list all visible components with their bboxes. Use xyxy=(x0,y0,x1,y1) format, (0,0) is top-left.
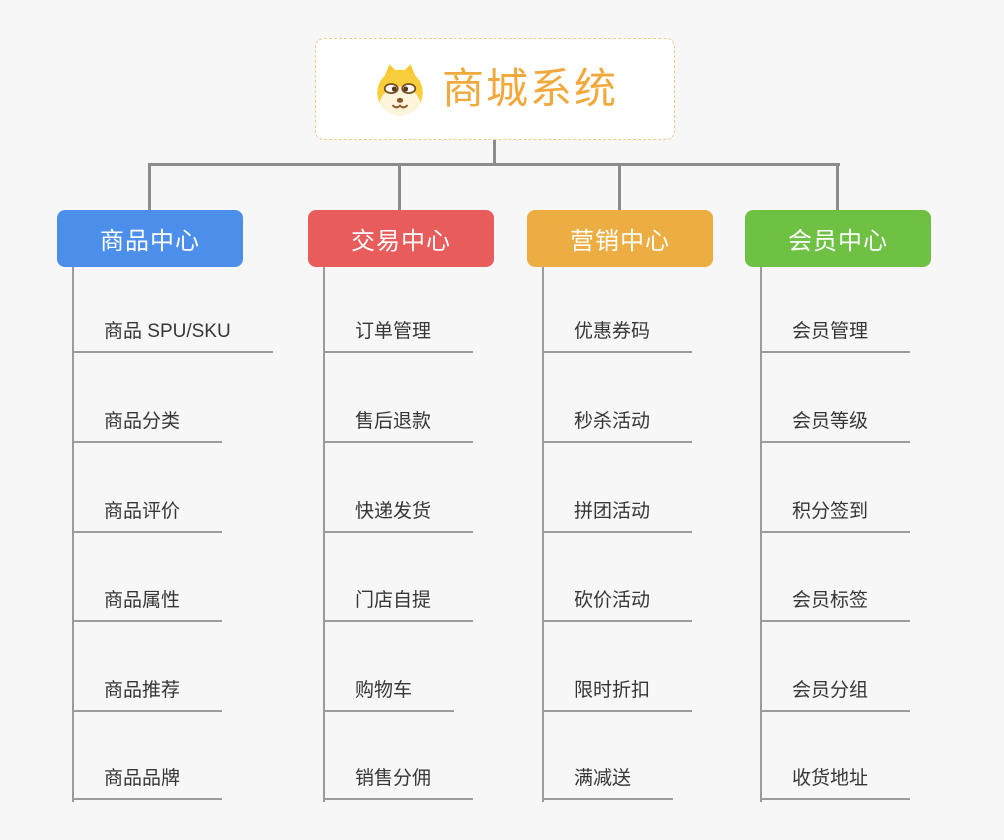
leaf-node[interactable]: 订单管理 xyxy=(323,319,474,353)
leaf-node[interactable]: 商品分类 xyxy=(72,409,223,443)
connector-drop-marketing xyxy=(618,163,621,210)
root-node-label: 商城系统 xyxy=(441,65,618,112)
branch-spine xyxy=(542,267,544,802)
leaf-node[interactable]: 拼团活动 xyxy=(542,499,693,533)
connector-drop-members xyxy=(836,163,839,210)
leaf-node[interactable]: 会员管理 xyxy=(760,319,911,353)
branch-trade: 交易中心 订单管理 售后退款 快递发货 门店自提 购物车 销售分佣 xyxy=(308,210,548,810)
dog-face-icon xyxy=(372,61,428,117)
branch-products: 商品中心 商品 SPU/SKU 商品分类 商品评价 商品属性 商品推荐 商品品牌 xyxy=(57,210,297,810)
leaf-node[interactable]: 商品推荐 xyxy=(72,678,223,712)
root-node[interactable]: 商城系统 xyxy=(315,38,675,140)
leaf-node[interactable]: 优惠券码 xyxy=(542,319,693,353)
leaf-node[interactable]: 积分签到 xyxy=(760,499,911,533)
branch-members: 会员中心 会员管理 会员等级 积分签到 会员标签 会员分组 收货地址 xyxy=(745,210,985,810)
branch-header-trade[interactable]: 交易中心 xyxy=(308,210,494,267)
leaf-node[interactable]: 商品 SPU/SKU xyxy=(72,319,273,353)
leaf-node[interactable]: 砍价活动 xyxy=(542,588,693,622)
leaf-node[interactable]: 会员等级 xyxy=(760,409,911,443)
leaf-node[interactable]: 售后退款 xyxy=(323,409,474,443)
connector-drop-trade xyxy=(398,163,401,210)
leaf-node[interactable]: 满减送 xyxy=(542,766,674,800)
connector-horizontal-bus xyxy=(148,163,840,166)
leaf-node[interactable]: 门店自提 xyxy=(323,588,474,622)
leaf-node[interactable]: 商品品牌 xyxy=(72,766,223,800)
branch-spine xyxy=(760,267,762,802)
connector-root-stem xyxy=(493,140,496,166)
leaf-node[interactable]: 秒杀活动 xyxy=(542,409,693,443)
branch-header-products[interactable]: 商品中心 xyxy=(57,210,243,267)
connector-drop-products xyxy=(148,163,151,210)
branch-header-members[interactable]: 会员中心 xyxy=(745,210,931,267)
branch-header-marketing[interactable]: 营销中心 xyxy=(527,210,713,267)
branch-spine xyxy=(72,267,74,802)
leaf-node[interactable]: 会员分组 xyxy=(760,678,911,712)
leaf-node[interactable]: 商品属性 xyxy=(72,588,223,622)
leaf-node[interactable]: 收货地址 xyxy=(760,766,911,800)
leaf-node[interactable]: 快递发货 xyxy=(323,499,474,533)
leaf-node[interactable]: 商品评价 xyxy=(72,499,223,533)
branch-spine xyxy=(323,267,325,802)
leaf-node[interactable]: 销售分佣 xyxy=(323,766,474,800)
leaf-node[interactable]: 限时折扣 xyxy=(542,678,693,712)
leaf-node[interactable]: 购物车 xyxy=(323,678,455,712)
branch-marketing: 营销中心 优惠券码 秒杀活动 拼团活动 砍价活动 限时折扣 满减送 xyxy=(527,210,767,810)
leaf-node[interactable]: 会员标签 xyxy=(760,588,911,622)
